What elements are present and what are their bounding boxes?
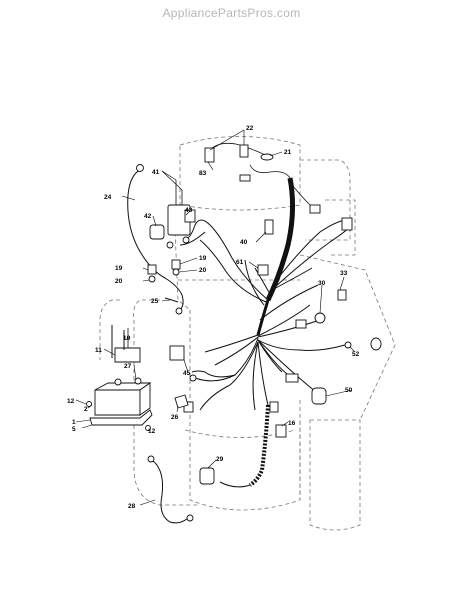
callout-22: 22 [246,125,254,132]
callout-25: 25 [151,298,159,305]
part-25 [164,297,179,303]
callout-41: 41 [152,169,160,176]
callout-29: 29 [216,456,224,463]
fuse-holders [147,259,181,283]
callout-10: 10 [123,335,131,342]
chassis-outline [99,136,396,531]
callout-27: 27 [124,363,132,370]
main-harness [179,164,353,488]
callout-20a: 20 [115,278,123,285]
connectors [169,204,382,485]
solenoid-bracket [149,180,196,249]
callout-16: 16 [288,420,296,427]
battery-assembly [86,325,153,431]
callout-2: 2 [84,406,88,413]
callout-20b: 20 [199,267,207,274]
callout-26: 26 [171,414,179,421]
callout-33: 33 [340,270,348,277]
callout-5: 5 [72,426,76,433]
callout-40: 40 [240,239,248,246]
callout-11: 11 [95,347,102,354]
callout-19a: 19 [115,265,123,272]
callout-45: 45 [183,370,191,377]
callout-24: 24 [104,194,112,201]
part-26 [174,394,189,409]
callout-labels: 22 21 83 24 41 43 42 40 61 19 19 20 20 2… [67,125,360,510]
callout-12b: 12 [148,428,156,435]
wire-28 [147,455,194,524]
callout-19b: 19 [199,255,207,262]
callout-43: 43 [185,207,193,214]
callout-83: 83 [199,170,207,177]
callout-52: 52 [352,351,360,358]
callout-30: 30 [318,280,326,287]
watermark: AppliancePartsPros.com [162,6,301,20]
leader-lines [75,129,356,506]
callout-21: 21 [284,149,292,156]
callout-61: 61 [236,259,244,266]
ignition-assembly [204,142,274,182]
callout-1: 1 [72,419,76,426]
callout-12a: 12 [67,398,75,405]
callout-42: 42 [144,213,152,220]
callout-50: 50 [345,387,353,394]
callout-28: 28 [128,503,136,510]
